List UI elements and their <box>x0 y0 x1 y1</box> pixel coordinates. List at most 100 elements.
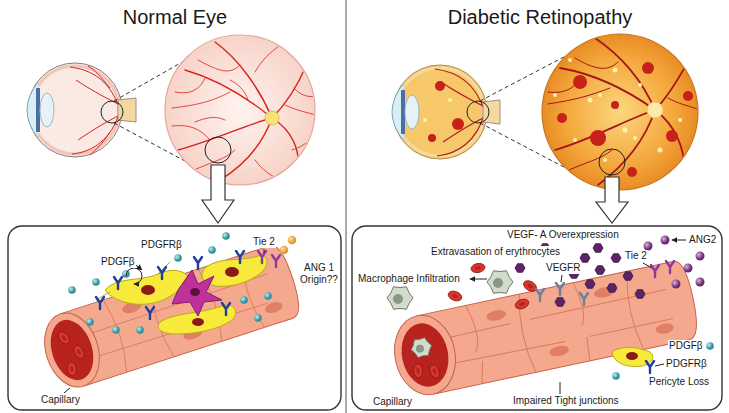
eye-cross-section <box>31 66 119 154</box>
ligand-ball <box>68 286 76 294</box>
retina-fundus <box>678 118 682 122</box>
capillary <box>36 306 109 394</box>
receptor <box>666 261 674 273</box>
receptor <box>146 307 154 319</box>
erythrocyte <box>522 279 539 294</box>
zoom-arrow <box>596 177 628 223</box>
ligand-ball <box>222 232 230 240</box>
retina-fundus <box>542 34 698 190</box>
retina-fundus <box>642 62 654 74</box>
ligand-label: ANG 1 Origin?? <box>298 262 340 286</box>
retina-fundus <box>633 136 637 140</box>
receptor <box>96 251 280 319</box>
retina-fundus <box>647 102 663 118</box>
capillary <box>436 264 678 390</box>
ligand-label: ANG2 <box>688 234 717 246</box>
vegf-hexagon <box>593 244 603 253</box>
retina-fundus <box>603 158 607 162</box>
eye-cross-section <box>423 118 427 122</box>
retina-fundus <box>557 113 567 123</box>
retina-fundus <box>666 130 678 142</box>
receptor-label: Tie 2 <box>252 236 276 248</box>
leader-line <box>655 364 664 366</box>
erythrocyte <box>470 262 485 273</box>
panel-heading: Diabetic Retinopathy <box>448 5 633 29</box>
receptor <box>580 293 588 305</box>
retina-fundus <box>658 148 663 153</box>
eye-cross-section <box>28 63 122 157</box>
capillary <box>655 322 675 336</box>
pericyte <box>202 256 267 287</box>
retina-fundus <box>553 93 557 97</box>
retina-fundus <box>172 44 316 180</box>
eye-cross-section <box>70 66 120 155</box>
ligand-ball <box>612 236 714 380</box>
eye-cross-section <box>101 101 123 123</box>
ligand-ball <box>696 252 705 261</box>
receptor <box>556 283 564 295</box>
ligand-ball <box>136 326 144 334</box>
leader-line <box>64 388 70 393</box>
capillary <box>409 337 433 359</box>
receptor <box>194 257 202 269</box>
retina-fundus <box>613 68 618 73</box>
retina-fundus <box>205 137 231 163</box>
capillary <box>428 363 442 379</box>
vegf-hexagon <box>607 284 617 293</box>
retina-fundus <box>178 42 306 180</box>
vegf-hexagon <box>585 280 595 289</box>
structure-label: Capillary <box>372 396 413 408</box>
leader-line <box>560 382 561 394</box>
capillary <box>43 314 100 385</box>
retina-fundus <box>598 93 602 97</box>
receptor <box>272 255 280 267</box>
macrophage <box>387 287 413 310</box>
process-label: Impaired Tight junctions <box>512 395 620 407</box>
retina-fundus <box>172 42 316 180</box>
ligand-ball <box>174 254 182 262</box>
leader-line <box>64 249 264 393</box>
ligand-ball <box>86 318 94 326</box>
divider-line <box>346 0 347 413</box>
receptor <box>536 261 674 373</box>
ligand-label: PDGFβ <box>100 256 136 268</box>
leader-line <box>264 249 265 253</box>
ligand-ball <box>112 326 120 334</box>
pericyte <box>172 270 222 316</box>
vegf-hexagon <box>555 298 565 307</box>
capillary <box>72 344 87 361</box>
receptor <box>158 267 166 279</box>
capillary <box>548 344 570 358</box>
pericyte <box>172 270 222 316</box>
capillary <box>264 300 284 315</box>
ligand-ball <box>68 232 296 334</box>
capillary <box>387 310 462 401</box>
receptor <box>96 297 104 309</box>
retina-fundus <box>627 167 637 177</box>
pericyte <box>225 267 239 277</box>
retina-fundus <box>599 149 625 175</box>
leader-line <box>126 268 142 284</box>
ligand-label: VEGF- A Overexpression <box>506 229 620 241</box>
ligand-ball <box>264 292 272 300</box>
eye-cross-section <box>393 65 487 159</box>
ligand-ball <box>661 236 670 245</box>
process-label: Macrophage Infiltration <box>357 273 461 285</box>
vegf-hexagon <box>580 254 590 263</box>
retina-fundus <box>638 83 642 87</box>
eye-cross-section <box>435 81 445 91</box>
ligand-ball <box>208 246 216 254</box>
retina-fundus <box>611 101 619 109</box>
eye-cross-section <box>452 118 464 130</box>
leader-line <box>470 279 487 280</box>
eye-cross-section <box>467 101 489 123</box>
zoom-panel <box>352 226 722 410</box>
retina-fundus <box>542 34 700 190</box>
capillary <box>56 330 72 347</box>
capillary <box>485 308 507 322</box>
zoom-panel <box>8 226 341 410</box>
ligand-label: PDGFβ <box>668 340 704 352</box>
eye-cross-section <box>396 68 484 156</box>
pericyte <box>96 256 267 334</box>
ligand-ball <box>696 278 705 287</box>
